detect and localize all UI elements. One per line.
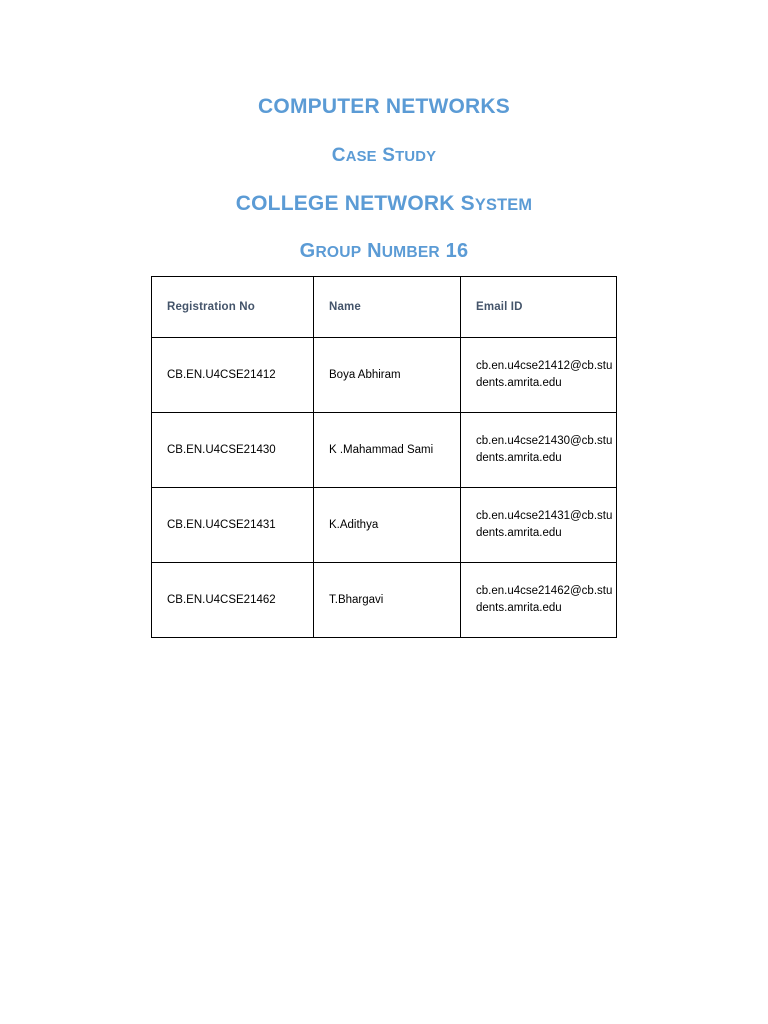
cell-name-text: K .Mahammad Sami: [329, 443, 434, 456]
group-number-value: 16: [445, 240, 469, 262]
cell-email-id: cb.en.u4cse21462@cb.students.amrita.edu: [460, 562, 617, 638]
table-row: CB.EN.U4CSE21430 K .Mahammad Sami cb.en.…: [151, 412, 617, 488]
number-lead-n: N: [367, 240, 382, 262]
table-row: CB.EN.U4CSE21462 T.Bhargavi cb.en.u4cse2…: [151, 562, 617, 638]
cell-email-id: cb.en.u4cse21431@cb.students.amrita.edu: [460, 487, 617, 563]
column-header-registration-no: Registration No: [151, 276, 314, 338]
cell-email-id: cb.en.u4cse21412@cb.students.amrita.edu: [460, 337, 617, 413]
cell-name: K .Mahammad Sami: [313, 412, 461, 488]
table-row: CB.EN.U4CSE21431 K.Adithya cb.en.u4cse21…: [151, 487, 617, 563]
heading-group-number: Group Number 16: [0, 241, 768, 261]
group-rest-roup: roup: [315, 244, 362, 261]
case-study-rest-tudy: tudy: [395, 149, 437, 165]
cell-name: Boya Abhiram: [313, 337, 461, 413]
table-header-row: Registration No Name Email ID: [151, 276, 617, 338]
cell-registration-no: CB.EN.U4CSE21430: [151, 412, 314, 488]
heading-computer-networks: COMPUTER NETWORKS: [258, 95, 510, 118]
heading-case-study: Case Study: [0, 146, 768, 165]
table-header: Registration No Name Email ID: [151, 276, 617, 338]
cell-registration-no: CB.EN.U4CSE21412: [151, 337, 314, 413]
column-header-email-id: Email ID: [460, 276, 617, 338]
group-lead-g: G: [299, 240, 316, 262]
case-study-rest-ase: ase: [345, 149, 377, 165]
cell-registration-no: CB.EN.U4CSE21462: [151, 562, 314, 638]
number-rest-umber: umber: [381, 244, 440, 261]
system-rest-ystem: ystem: [474, 196, 533, 214]
table-body: CB.EN.U4CSE21412 Boya Abhiram cb.en.u4cs…: [151, 337, 617, 638]
cell-name: K.Adithya: [313, 487, 461, 563]
student-registration-table: Registration No Name Email ID CB.EN.U4CS…: [151, 276, 617, 638]
column-header-name: Name: [313, 276, 461, 338]
system-lead-s: S: [460, 192, 475, 215]
college-network-caps: COLLEGE NETWORK: [235, 192, 455, 215]
cell-email-id: cb.en.u4cse21430@cb.students.amrita.edu: [460, 412, 617, 488]
case-study-lead-c: C: [331, 145, 346, 166]
cell-name: T.Bhargavi: [313, 562, 461, 638]
title-block: COMPUTER NETWORKS Case Study COLLEGE NET…: [0, 96, 768, 261]
heading-college-network-system: COLLEGE NETWORK System: [0, 193, 768, 214]
cell-registration-no: CB.EN.U4CSE21431: [151, 487, 314, 563]
table-row: CB.EN.U4CSE21412 Boya Abhiram cb.en.u4cs…: [151, 337, 617, 413]
case-study-lead-s: S: [382, 145, 396, 166]
